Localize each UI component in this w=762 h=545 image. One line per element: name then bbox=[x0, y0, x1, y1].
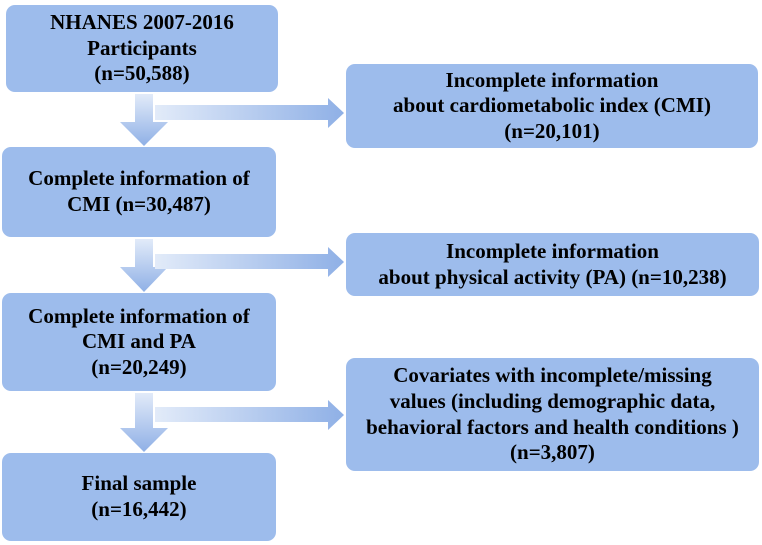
excluded-pa-line-1: Incomplete information bbox=[446, 238, 659, 263]
participants-box: NHANES 2007-2016 Participants (n=50,588) bbox=[6, 5, 278, 92]
final-sample-count: (n=16,442) bbox=[91, 497, 187, 521]
final-sample-label: Final sample bbox=[81, 471, 197, 496]
participants-count: (n=50,588) bbox=[94, 61, 190, 86]
excluded-pa-line-2: about physical activity (PA) (n=10,238) bbox=[378, 264, 727, 289]
right-arrow-2 bbox=[155, 247, 344, 277]
participants-label: Participants bbox=[87, 35, 197, 60]
complete-cmi-pa-box: Complete information of CMI and PA (n=20… bbox=[2, 293, 276, 391]
right-arrow-3 bbox=[155, 400, 344, 430]
final-sample-box: Final sample (n=16,442) bbox=[2, 453, 276, 541]
down-arrow-2 bbox=[120, 239, 168, 292]
excluded-covariates-box: Covariates with incomplete/missing value… bbox=[346, 358, 759, 471]
complete-cmi-line-1: Complete information of bbox=[28, 166, 250, 191]
down-arrow-3 bbox=[120, 393, 168, 452]
right-arrow-1 bbox=[155, 98, 344, 128]
excluded-covariates-count: (n=3,807) bbox=[510, 440, 595, 465]
excluded-covariates-line-2: values (including demographic data, bbox=[389, 388, 716, 413]
complete-cmi-pa-count: (n=20,249) bbox=[91, 354, 187, 379]
complete-cmi-pa-line-2: CMI and PA bbox=[82, 329, 196, 354]
excluded-pa-box: Incomplete information about physical ac… bbox=[346, 233, 759, 296]
complete-cmi-box: Complete information of CMI (n=30,487) bbox=[2, 147, 276, 237]
participants-title: NHANES 2007-2016 bbox=[50, 10, 234, 35]
complete-cmi-pa-line-1: Complete information of bbox=[28, 303, 250, 328]
excluded-covariates-line-1: Covariates with incomplete/missing bbox=[393, 363, 712, 388]
excluded-cmi-line-2: about cardiometabolic index (CMI) bbox=[393, 93, 711, 118]
excluded-cmi-count: (n=20,101) bbox=[504, 118, 600, 143]
excluded-cmi-box: Incomplete information about cardiometab… bbox=[346, 64, 758, 148]
excluded-cmi-line-1: Incomplete information bbox=[445, 67, 659, 92]
excluded-covariates-line-3: behavioral factors and health conditions… bbox=[366, 414, 739, 439]
down-arrow-1 bbox=[120, 94, 168, 146]
complete-cmi-line-2: CMI (n=30,487) bbox=[67, 192, 211, 216]
